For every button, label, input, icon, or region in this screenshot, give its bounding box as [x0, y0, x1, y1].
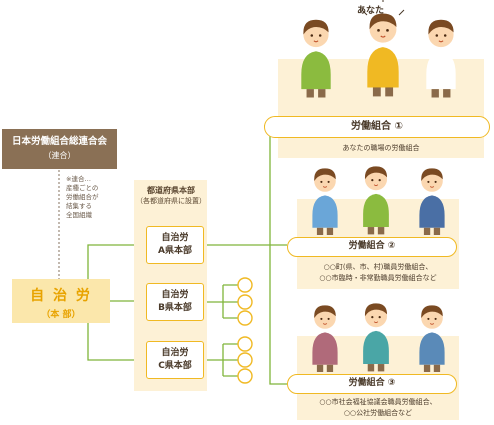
- prefecture-box-a-line2: A県本部: [158, 246, 192, 256]
- prefecture-box-a: 自治労 A県本部: [146, 226, 204, 264]
- worker-figure: [311, 304, 339, 373]
- union-1-description: あなたの職場の労働組合: [342, 144, 420, 152]
- worker-figure: [362, 165, 390, 235]
- union-3-description: ○○市社会福祉協議会職員労働組合、 ○○公社労働組合など: [319, 398, 437, 417]
- you-label: あなた: [357, 6, 385, 16]
- prefecture-b-branch-lines: [204, 284, 238, 319]
- worker-figure: [425, 19, 457, 99]
- prefecture-box-b-line2: B県本部: [158, 303, 192, 313]
- you-figure: [366, 12, 400, 97]
- prefecture-box-a-line1: 自治労: [161, 233, 189, 243]
- rengo-short: （連合）: [43, 151, 76, 160]
- prefecture-box-b-line1: 自治労: [161, 290, 189, 300]
- prefecture-box-b: 自治労 B県本部: [146, 283, 204, 321]
- prefecture-c-branch-lines: [204, 343, 238, 377]
- prefecture-box-c: 自治労 C県本部: [146, 341, 204, 379]
- prefecture-title-text: 都道府県本部: [147, 186, 195, 195]
- branch-circle: [237, 294, 253, 310]
- worker-figure: [418, 304, 446, 373]
- prefecture-box-c-line1: 自治労: [161, 348, 189, 358]
- jichiro-hq-name: 自 治 労: [30, 288, 92, 304]
- worker-figure: [300, 19, 332, 99]
- prefecture-box-c-line2: C県本部: [158, 361, 192, 371]
- branch-circle: [237, 277, 253, 293]
- rengo-note: ※連合… 産種ごとの 労働組合が 結集する 全国組織: [66, 175, 99, 219]
- union-2-description: ○○町(県、市、村)職員労働組合、 ○○市臨時・非常勤職員労働組合など: [319, 263, 437, 282]
- worker-figure: [362, 302, 390, 372]
- jichiro-hq-sub: （本 部）: [41, 310, 81, 320]
- branch-circle: [237, 368, 253, 384]
- worker-figure: [311, 167, 339, 236]
- union-3-label: 労働組合 ③: [287, 374, 457, 394]
- prefecture-subtitle: （各都道府県に設置）: [136, 197, 206, 205]
- rengo-box: 日本労働組合総連合会 （連合）: [2, 129, 117, 169]
- union-1-label: 労働組合 ①: [264, 116, 490, 138]
- branch-circle: [237, 310, 253, 326]
- rengo-name: 日本労働組合総連合会: [11, 136, 107, 147]
- branch-circle: [237, 352, 253, 368]
- worker-figure: [418, 167, 446, 236]
- jichiro-hq-box: 自 治 労 （本 部）: [12, 279, 110, 323]
- branch-circle: [237, 336, 253, 352]
- union-2-label: 労働組合 ②: [287, 237, 457, 257]
- prefecture-title: 都道府県本部 （各都道府県に設置）: [131, 185, 211, 207]
- you-emphasis-lines: [361, 0, 405, 16]
